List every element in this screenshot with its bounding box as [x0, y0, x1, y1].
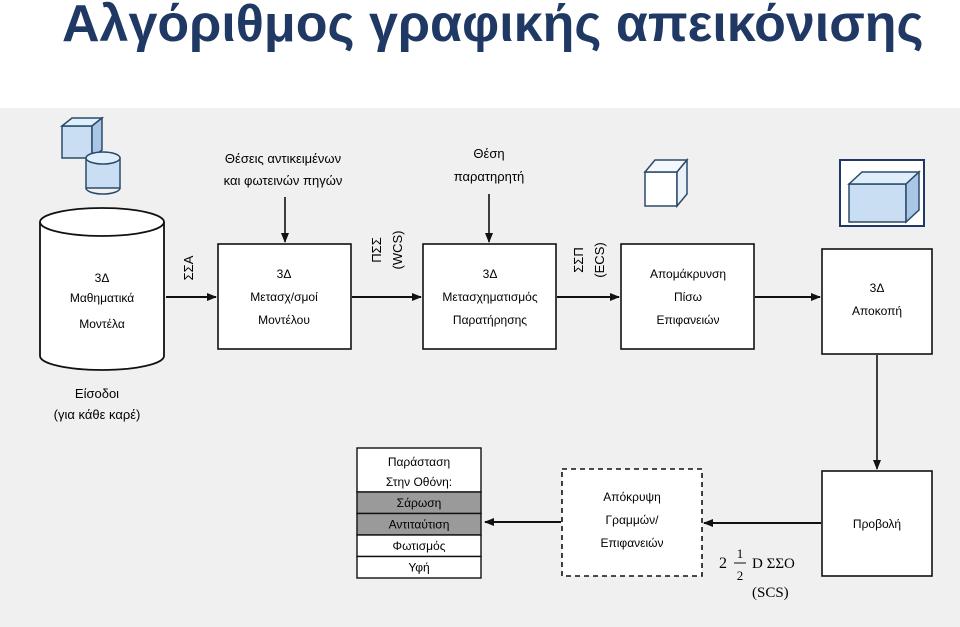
view-transform-text-2: Μετασχηματισμός — [442, 290, 537, 304]
cylinder-text-1: 3Δ — [95, 271, 110, 285]
clipped-cube-icon — [839, 159, 925, 227]
screen-header-1: Παράσταση — [388, 455, 450, 469]
screen-row-3 — [356, 555, 482, 579]
backface-text-1: Απομάκρυνση — [650, 267, 726, 281]
projection-text: Προβολή — [853, 517, 901, 531]
hidden-surfaces-box — [561, 468, 703, 577]
backface-text-3: Επιφανειών — [656, 313, 719, 327]
viewer-label-1: Θέση — [473, 146, 504, 161]
hidden-text-2: Γραμμών/ — [606, 513, 660, 527]
inputs-caption-1: Είσοδοι — [75, 386, 119, 401]
model-transform-text-3: Μοντέλου — [258, 313, 310, 327]
model-transform-box — [217, 243, 352, 350]
screen-row-label-1: Αντιταύτιση — [389, 518, 450, 532]
objects-lights-label-1: Θέσεις αντικειμένων — [225, 151, 341, 166]
screen-row-label-2: Φωτισμός — [393, 539, 446, 553]
screen-row-label-3: Υφή — [408, 561, 429, 575]
wireframe-cube-icon — [643, 157, 689, 209]
backface-text-2: Πίσω — [674, 290, 702, 304]
screen-header-2: Στην Οθόνη: — [386, 475, 452, 489]
model-transform-text-1: 3Δ — [277, 267, 292, 281]
dsso-two: 2 — [719, 555, 727, 572]
cube-icon — [59, 116, 105, 160]
model-transform-text-2: Μετασχ/σμοί — [250, 290, 318, 304]
hidden-text-3: Επιφανειών — [600, 536, 663, 550]
scs-label: (SCS) — [752, 585, 789, 601]
screen-representation-table: Παράσταση Στην Οθόνη: ΣάρωσηΑντιταύτισηΦ… — [356, 447, 482, 579]
projection-box — [821, 470, 933, 577]
objects-lights-label-2: και φωτεινών πηγών — [224, 173, 343, 188]
models-database-cylinder: 3Δ Μαθηματικά Μοντέλα — [39, 207, 165, 371]
clipping-text-2: Αποκοπή — [852, 304, 902, 318]
dsso-text: D ΣΣΟ — [752, 556, 795, 572]
dsso-frac-bottom: 2 — [737, 568, 744, 583]
cylinder-text-2: Μαθηματικά — [70, 291, 134, 305]
clipping-text-1: 3Δ — [870, 281, 885, 295]
screen-coords-label: 2 1 2 D ΣΣΟ (SCS) — [719, 546, 795, 601]
view-transform-box — [422, 243, 557, 350]
pss-label: ΠΣΣ — [369, 237, 384, 262]
inputs-caption-2: (για κάθε καρέ) — [54, 407, 141, 422]
cylinder-small-icon — [85, 151, 121, 195]
screen-row-label-0: Σάρωση — [397, 496, 442, 510]
cylinder-text-3: Μοντέλα — [79, 317, 125, 331]
clipping-box — [821, 248, 933, 355]
page-title: Αλγόριθμος γραφικής απεικόνισης — [62, 0, 924, 53]
dsso-frac-top: 1 — [737, 546, 744, 561]
hidden-text-1: Απόκρυψη — [603, 490, 661, 504]
wcs-label: (WCS) — [390, 231, 405, 270]
ssa-label: ΣΣΑ — [181, 255, 196, 280]
screen-table-header — [356, 447, 482, 493]
viewer-label-2: παρατηρητή — [454, 169, 525, 184]
view-transform-text-1: 3Δ — [483, 267, 498, 281]
ssp-label: ΣΣΠ — [571, 247, 586, 272]
view-transform-text-3: Παρατήρησης — [453, 313, 527, 327]
backface-removal-box — [620, 243, 755, 350]
ecs-label: (ECS) — [592, 242, 607, 277]
